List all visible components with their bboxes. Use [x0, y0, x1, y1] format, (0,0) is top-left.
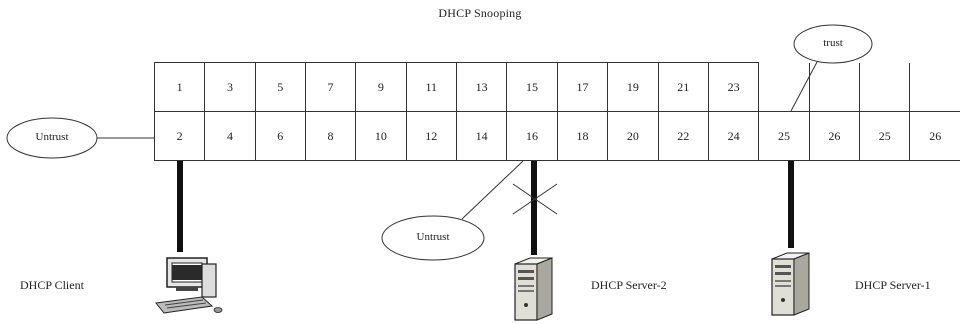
trust-label: trust — [823, 37, 843, 49]
untrust-mid-label: Untrust — [416, 231, 450, 243]
port-cell: 15 — [506, 62, 558, 112]
port-cell: 12 — [405, 111, 457, 161]
port-cell: 1 — [153, 62, 206, 112]
diagram-title: DHCP Snooping — [438, 6, 522, 20]
port-cell: 10 — [355, 111, 407, 161]
port-cell: 4 — [204, 111, 256, 161]
port-row-odd: 1 3 5 7 9 11 13 15 17 19 21 23 — [153, 62, 960, 112]
port-cell: 5 — [254, 62, 306, 112]
port-cell: 19 — [607, 62, 659, 112]
port-cell: 11 — [405, 62, 457, 112]
port-cell: 21 — [657, 62, 709, 112]
untrust-mid-oval — [381, 215, 485, 261]
desktop-computer-icon — [155, 257, 223, 314]
port-cell: 26 — [808, 111, 861, 161]
dhcp-server-1-label: DHCP Server-1 — [855, 278, 931, 292]
port-cell: 6 — [254, 111, 306, 161]
port-cell: 17 — [556, 62, 609, 112]
switch-port-panel: 1 3 5 7 9 11 13 15 17 19 21 23 2 4 6 8 1… — [153, 62, 960, 161]
port-cell: 25 — [758, 111, 810, 161]
untrust-left-label: Untrust — [35, 131, 69, 143]
dhcp-client-label: DHCP Client — [20, 278, 84, 292]
port-cell: 20 — [607, 111, 659, 161]
server-tower-icon — [771, 252, 810, 316]
port-cell: 3 — [204, 62, 256, 112]
port-cell: 16 — [506, 111, 558, 161]
server-tower-icon — [514, 257, 553, 321]
dhcp-server-2-label: DHCP Server-2 — [591, 278, 667, 292]
untrust-mid-leader-line — [461, 160, 524, 220]
trust-oval — [793, 24, 873, 64]
trust-leader-line — [790, 61, 818, 112]
port-row-even: 2 4 6 8 10 12 14 16 18 20 22 24 25 26 25… — [153, 111, 960, 161]
port-cell: 2 — [153, 111, 206, 161]
port-cell: 25 — [859, 111, 911, 161]
port-cell-empty — [758, 62, 810, 112]
port-cell-empty — [808, 62, 860, 112]
port-cell: 26 — [909, 111, 960, 161]
port-cell: 22 — [657, 111, 709, 161]
port-cell: 24 — [707, 111, 760, 161]
port-cell: 14 — [455, 111, 508, 161]
blocked-x-mark — [512, 183, 558, 215]
port-cell: 9 — [355, 62, 407, 112]
